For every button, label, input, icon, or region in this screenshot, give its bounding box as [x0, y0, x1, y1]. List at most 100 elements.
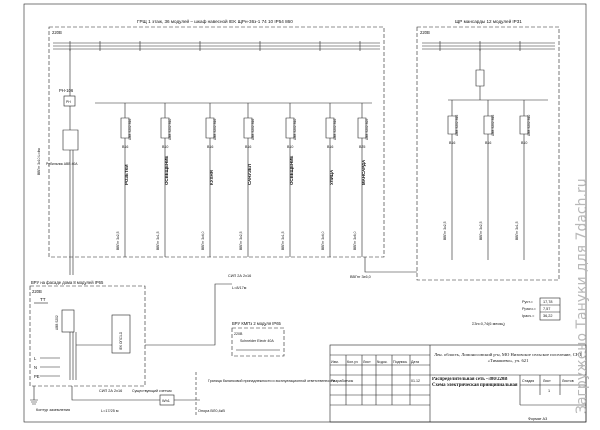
sip-2-line-1: СИП 2А 2х16 — [99, 389, 122, 393]
sip-1-line-1: СИП 2А 2х16 — [228, 274, 251, 278]
total-value-3: 36,22 — [543, 314, 553, 318]
stamp-format: Формат А3 — [528, 417, 547, 421]
feeder-breaker-label: ABB S202 В16 — [128, 119, 132, 140]
total-label-2: Ррасч.= — [522, 307, 537, 311]
feeder-code: В16 — [327, 145, 333, 149]
stamp-address-box: Лен. область, Ломоносовский р-н, МО Низо… — [434, 352, 582, 363]
stamp-col-5: Подпись — [393, 360, 407, 364]
right-feeder-breaker-label: ABB S202 В16 — [491, 115, 495, 136]
feeder-code: В10 — [287, 145, 293, 149]
feeder-breaker-label: ABB S202 В16 — [213, 119, 217, 140]
phase-N: N — [34, 365, 37, 370]
totals-note: Σ3н=0,74(6 месяц) — [472, 322, 505, 326]
feeder-group-label: МАНСАРДА — [361, 159, 366, 185]
feeder-group-label: РОЗЕТКИ — [124, 165, 129, 185]
small-box-frame — [231, 327, 285, 357]
feeder-group-label: УЛИЦА — [329, 169, 334, 185]
feeder-group-label: САНУЗЕЛ — [247, 164, 252, 185]
right-feeder-code: В10 — [521, 141, 527, 145]
total-label-1: Руст.= — [522, 300, 534, 304]
main-panel-frame — [48, 26, 385, 258]
total-value-2: 7,57 — [543, 307, 550, 311]
meter-box-frame — [29, 285, 146, 387]
feeder-breaker-box — [357, 117, 367, 139]
right-incomer — [475, 49, 485, 100]
sip-line-1 — [145, 283, 232, 346]
feeder-breaker-box — [325, 117, 335, 139]
title-block — [329, 344, 587, 423]
link-cable-label: ВВГнг 3х6,0 — [350, 275, 371, 279]
feeder-breaker-box — [243, 117, 253, 139]
main-breaker-label: Рубильник ABB 40А — [46, 162, 78, 166]
totals-table — [539, 297, 561, 321]
right-feeder-code: В16 — [449, 141, 455, 145]
feeder-group-label: КУХНЯ — [209, 170, 214, 185]
feeder-breaker-box — [285, 117, 295, 139]
right-feeder-breaker-box — [483, 115, 493, 135]
main-panel-voltage: 220В — [52, 30, 62, 35]
feeder-code: В16 — [245, 145, 251, 149]
pole-label: Опора ВЛ0,4кВ — [198, 409, 225, 413]
feeder-group-label: ОСВЕЩЕНИЕ — [289, 156, 294, 185]
stamp-developer-date: 01.12 — [411, 379, 420, 383]
feeder-breaker-label: ABB S202 В10 — [168, 119, 172, 140]
meter-tag: Wh1 — [162, 399, 170, 403]
feeder-code: В25 — [359, 145, 365, 149]
right-panel-frame — [416, 26, 560, 281]
phase-PE: PE — [34, 374, 40, 379]
meter-box-uzip: IEK ОПС1-D — [119, 331, 123, 350]
feeder-code: В10 — [162, 145, 168, 149]
stamp-col-1: Изм. — [331, 360, 339, 364]
meter-box-devices — [61, 309, 131, 380]
right-feeder-breaker-label: ABB S202 В10 — [527, 115, 531, 136]
right-feeder-cable-label: ВВГнг 3х2,5 — [479, 221, 483, 240]
stamp-sheet: Лист — [543, 379, 551, 383]
feeder-cable-label: ВВГнг 3х2,5 — [116, 231, 120, 250]
right-feeder-cable-label: ВВГнг 3х1,5 — [515, 221, 519, 240]
boundary-label: Граница балансовой принадлежности и эксп… — [208, 379, 335, 383]
meter-label: Существующий счетчик — [132, 389, 172, 393]
sip-2-line-2: L=17/25 м — [101, 409, 119, 413]
total-value-1: 17,78 — [543, 300, 553, 304]
stamp-col-2: Кол.уч — [347, 360, 358, 364]
meter-feed — [71, 386, 100, 401]
right-feeder-cable-label: ВВГнг 3х2,5 — [443, 221, 447, 240]
voltage-relay-tag: РН — [66, 100, 71, 104]
stamp-sheets: Листов — [562, 379, 574, 383]
feeder-code: В16 — [207, 145, 213, 149]
right-feeder-breaker-box — [447, 115, 457, 135]
stamp-developer: Разработчик — [331, 379, 353, 383]
feeder-code: В16 — [122, 145, 128, 149]
feeder-breaker-box — [205, 117, 215, 139]
feeder-cable-label: ВВГнг 3х1,5 — [281, 231, 285, 250]
incoming-cable-label: ВВГнг 3х10 L=4м — [37, 148, 41, 175]
feeder-cable-label: ВВГнг 3х4,0 — [321, 231, 325, 250]
feeder-breaker-box — [120, 117, 130, 139]
right-panel-title: ЩР мансарды 12 модулей IP31 — [455, 18, 522, 24]
small-box-voltage: 220В — [234, 332, 243, 336]
total-label-3: Iрасч.= — [522, 314, 535, 318]
link-cable-line — [364, 257, 417, 273]
watermark: Загружено Тануки для 7dach.ru — [574, 178, 590, 414]
stamp-stage: Стадия — [522, 379, 534, 383]
feeder-breaker-box — [160, 117, 170, 139]
feeder-breaker-label: ABB S202 В10 — [293, 119, 297, 140]
feeder-group-label: ОСВЕЩЕНИЕ — [164, 156, 169, 185]
meter-box-voltage: 220В — [32, 289, 42, 294]
main-switch-box — [62, 129, 79, 151]
stamp-doc-title-box: Распределительная сеть ~380/220В Схема э… — [432, 377, 517, 388]
main-panel-title: ГРЩ 1 этаж, 36 модулей – шкаф навесной I… — [137, 18, 293, 24]
feeder-cable-label: ВВГнг 3х4,0 — [201, 231, 205, 250]
sip-1-line-2: L=8/17м — [232, 286, 247, 290]
phase-lines — [40, 357, 60, 377]
sheet-frame — [23, 3, 587, 423]
stamp-address: Лен. область, Ломоносовский р-н, МО Низо… — [434, 352, 582, 363]
phase-L: L — [34, 356, 37, 361]
ground-label: Контур заземления — [36, 408, 70, 412]
small-box-breaker: Schneider Electr 40А — [240, 339, 274, 343]
voltage-relay-label: РН-106 — [59, 88, 74, 93]
meter-box-breaker: ABB S202 — [55, 315, 59, 330]
